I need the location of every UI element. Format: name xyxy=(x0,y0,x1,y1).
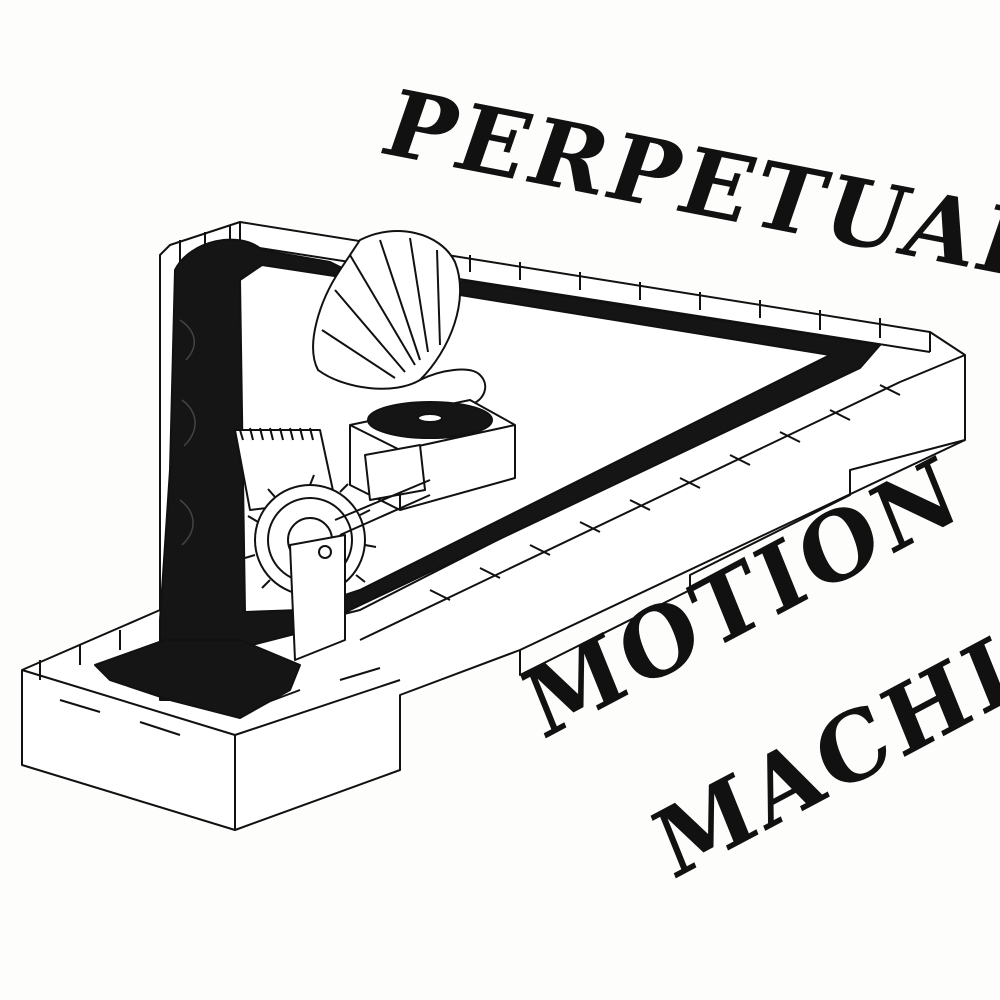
record-turntable-icon xyxy=(349,399,516,511)
gear-wheel-icon xyxy=(234,427,431,661)
gramophone-horn-icon xyxy=(312,230,487,411)
